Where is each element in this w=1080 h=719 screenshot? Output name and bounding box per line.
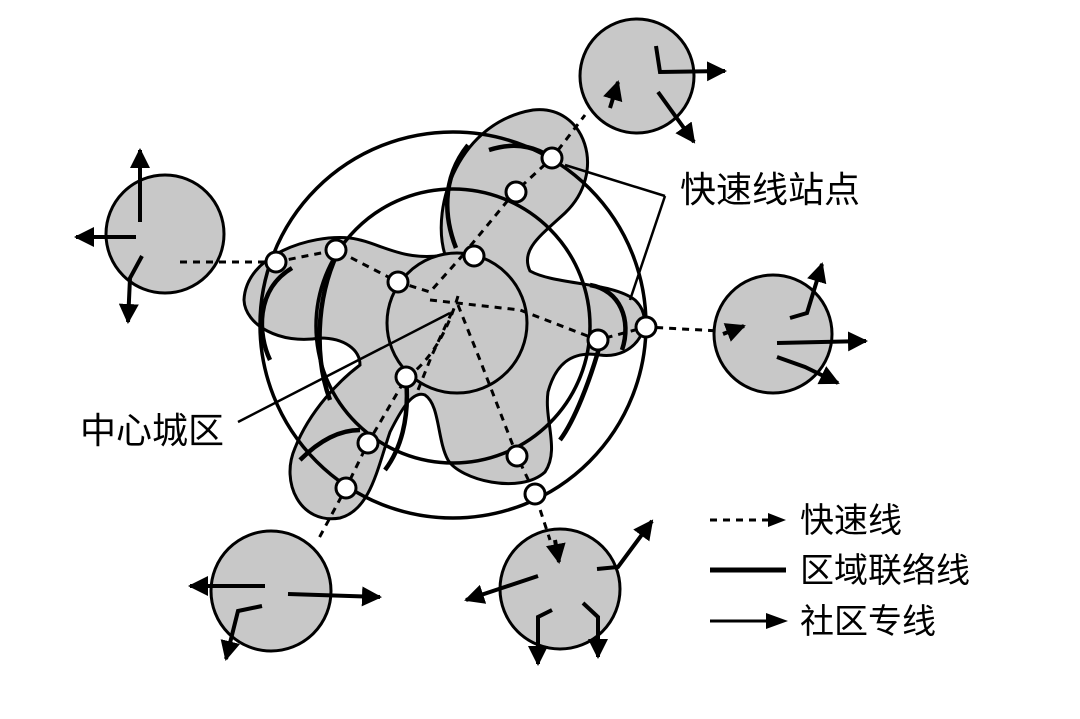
satellite-bottom-left — [188, 529, 382, 661]
station — [586, 328, 610, 352]
legend-regional: 区域联络线 — [710, 551, 970, 591]
station — [334, 476, 358, 500]
inner-ring-road — [314, 187, 592, 465]
station — [394, 365, 418, 389]
central-city — [385, 251, 529, 395]
center-city-label: 中心城区 — [80, 411, 224, 452]
legend-express-label: 快速线 — [800, 501, 902, 541]
satellite-right — [712, 262, 868, 395]
station — [264, 250, 288, 274]
satellite-top-right — [578, 17, 727, 144]
station — [462, 244, 486, 268]
station — [504, 180, 528, 204]
station-label: 快速线站点 — [680, 170, 860, 211]
station — [356, 431, 380, 455]
station — [505, 444, 529, 468]
station — [540, 146, 564, 170]
leader-lines — [237, 163, 667, 424]
satellite-left — [74, 148, 226, 324]
legend-community-label: 社区专线 — [800, 602, 936, 642]
legend-regional-label: 区域联络线 — [800, 551, 970, 591]
station — [324, 238, 348, 262]
legend-community: 社区专线 — [710, 602, 936, 642]
legend: 快速线 区域联络线 社区专线 — [710, 501, 970, 642]
station — [523, 482, 547, 506]
legend-express: 快速线 — [710, 501, 902, 541]
station — [386, 270, 410, 294]
express-stations — [264, 146, 658, 506]
satellite-bottom-right — [464, 519, 654, 666]
regional-lines — [259, 143, 628, 472]
station — [634, 315, 658, 339]
